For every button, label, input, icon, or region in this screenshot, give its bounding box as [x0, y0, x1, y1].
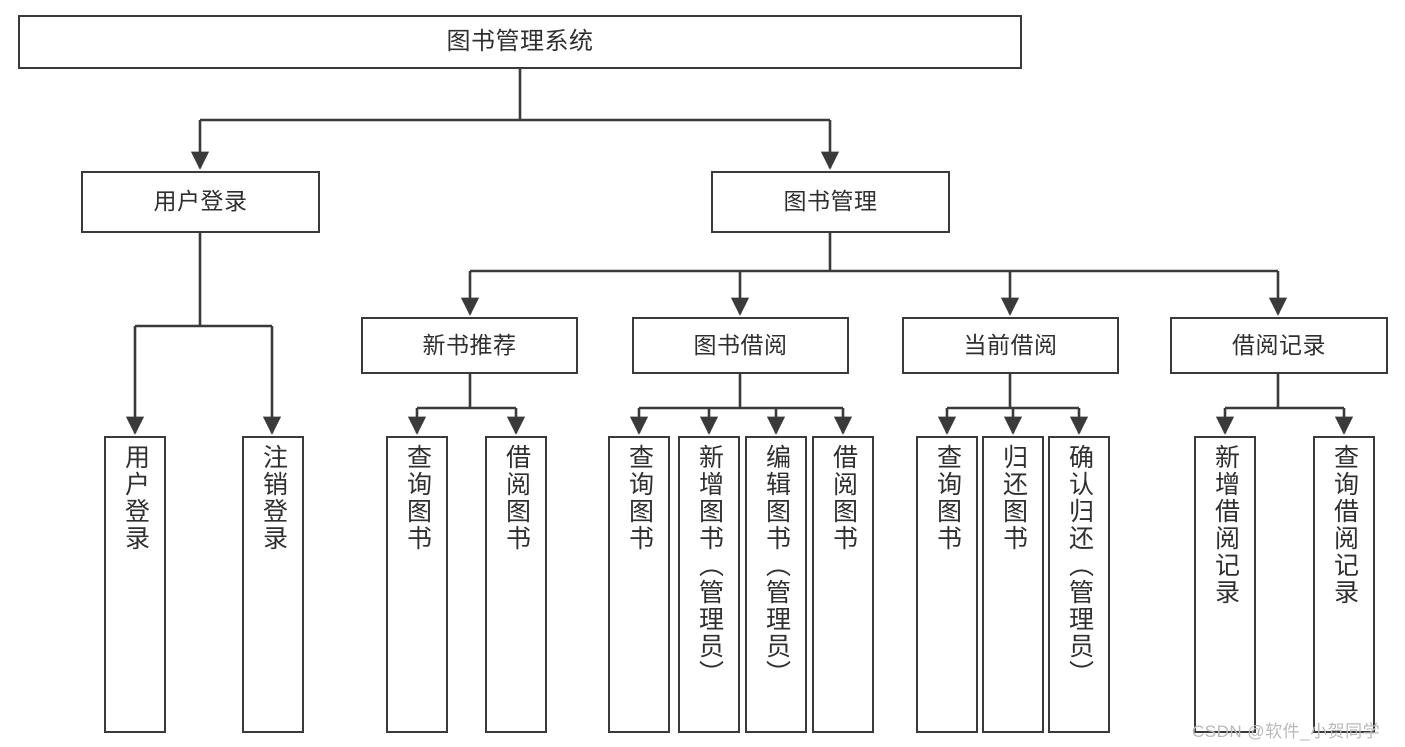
node-leaf-add-record-label: 新增借阅记录: [1211, 444, 1240, 606]
node-book-manage[interactable]: 图书管理: [711, 171, 950, 233]
node-leaf-borrow-book-b[interactable]: 借阅图书: [812, 436, 874, 733]
node-leaf-query-record[interactable]: 查询借阅记录: [1313, 436, 1375, 733]
node-leaf-confirm-return[interactable]: 确认归还（管理员）: [1048, 436, 1110, 733]
node-new-book-recommend-label: 新书推荐: [422, 331, 517, 358]
csdn-watermark: CSDN @软件_小贺同学: [1192, 722, 1381, 741]
node-user-login-label: 用户登录: [153, 188, 248, 215]
node-leaf-query-book-a-label: 查询图书: [403, 444, 432, 552]
node-leaf-add-record[interactable]: 新增借阅记录: [1194, 436, 1256, 733]
node-leaf-add-book[interactable]: 新增图书（管理员）: [678, 436, 740, 733]
node-leaf-user-logout[interactable]: 注销登录: [242, 436, 304, 733]
node-root-label: 图书管理系统: [446, 27, 594, 55]
node-leaf-query-record-label: 查询借阅记录: [1330, 444, 1359, 606]
node-leaf-borrow-book-a-label: 借阅图书: [502, 444, 531, 552]
node-leaf-user-login[interactable]: 用户登录: [104, 436, 166, 733]
node-leaf-borrow-book-b-label: 借阅图书: [829, 444, 858, 552]
node-leaf-user-login-label: 用户登录: [121, 444, 150, 552]
node-leaf-add-book-label: 新增图书（管理员）: [695, 444, 724, 687]
node-book-manage-label: 图书管理: [783, 188, 878, 215]
node-leaf-query-book-a[interactable]: 查询图书: [386, 436, 448, 733]
node-root[interactable]: 图书管理系统: [18, 15, 1022, 69]
node-current-borrow-label: 当前借阅: [963, 331, 1058, 358]
node-leaf-edit-book[interactable]: 编辑图书（管理员）: [745, 436, 807, 733]
node-current-borrow[interactable]: 当前借阅: [902, 317, 1119, 374]
node-leaf-confirm-return-label: 确认归还（管理员）: [1065, 444, 1094, 687]
node-leaf-query-book-c-label: 查询图书: [933, 444, 962, 552]
node-book-borrow[interactable]: 图书借阅: [632, 317, 849, 374]
node-leaf-return-book-label: 归还图书: [999, 444, 1028, 552]
node-leaf-user-logout-label: 注销登录: [259, 444, 288, 552]
node-leaf-borrow-book-a[interactable]: 借阅图书: [485, 436, 547, 733]
node-new-book-recommend[interactable]: 新书推荐: [361, 317, 578, 374]
node-leaf-edit-book-label: 编辑图书（管理员）: [762, 444, 791, 687]
node-user-login[interactable]: 用户登录: [81, 171, 320, 233]
node-borrow-record-label: 借阅记录: [1232, 331, 1326, 358]
node-leaf-return-book[interactable]: 归还图书: [982, 436, 1044, 733]
node-borrow-record[interactable]: 借阅记录: [1170, 317, 1388, 374]
node-book-borrow-label: 图书借阅: [693, 331, 788, 358]
node-leaf-query-book-c[interactable]: 查询图书: [916, 436, 978, 733]
node-leaf-query-book-b[interactable]: 查询图书: [608, 436, 670, 733]
node-leaf-query-book-b-label: 查询图书: [625, 444, 654, 552]
